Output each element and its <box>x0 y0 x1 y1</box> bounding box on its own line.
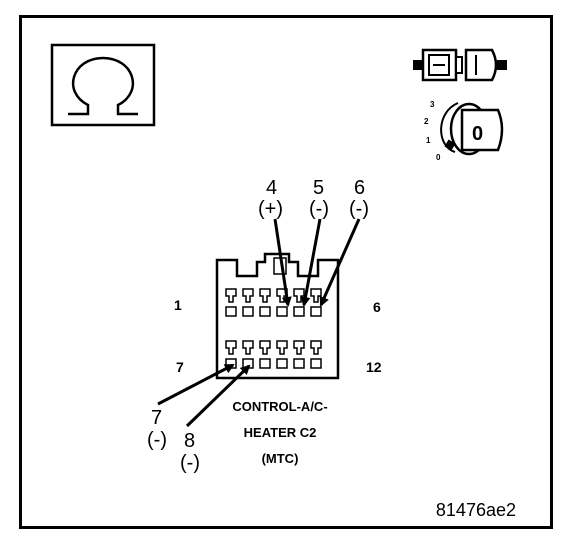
cavity-number-12: 12 <box>366 359 382 375</box>
cavity-row-top <box>225 288 322 317</box>
cavity-number-6: 6 <box>373 299 381 315</box>
arrow-pin-7 <box>157 363 235 406</box>
cavity-number-7: 7 <box>176 359 184 375</box>
pin-5-number: 5 <box>313 177 324 199</box>
pin-8-number: 8 <box>184 430 195 452</box>
connector-name-line-1: CONTROL-A/C- <box>232 399 327 414</box>
terminal-cavity-9 <box>259 340 271 369</box>
ohm-meter-icon <box>50 43 156 127</box>
terminal-cavity-8 <box>242 340 254 369</box>
pin-8-polarity: (-) <box>180 452 200 474</box>
pin-7-number: 7 <box>151 407 162 429</box>
terminal-cavity-10 <box>276 340 288 369</box>
ignition-pos-3: 3 <box>430 100 435 109</box>
connector-name-line-2: HEATER C2 <box>244 425 317 440</box>
arrow-pin-5 <box>300 218 322 307</box>
pin-5-polarity: (-) <box>309 198 329 220</box>
arrow-pin-6 <box>319 218 361 307</box>
disconnected-connector-icon <box>413 48 507 82</box>
cavity-row-bottom <box>225 340 322 369</box>
pin-4-number: 4 <box>266 177 277 199</box>
ignition-key-off-icon: 3 2 1 0 0 <box>424 100 504 162</box>
terminal-cavity-2 <box>242 288 254 317</box>
terminal-cavity-12 <box>310 340 322 369</box>
ignition-pos-1: 1 <box>426 136 431 145</box>
cavity-number-1: 1 <box>174 297 182 313</box>
terminal-cavity-3 <box>259 288 271 317</box>
terminal-cavity-11 <box>293 340 305 369</box>
ignition-pos-2: 2 <box>424 117 429 126</box>
arrow-pin-8 <box>185 364 251 428</box>
pin-6-polarity: (-) <box>349 198 369 220</box>
ignition-pos-0: 0 <box>436 153 441 162</box>
connector-name-line-3: (MTC) <box>262 451 299 466</box>
pin-4-polarity: (+) <box>258 198 283 220</box>
terminal-cavity-6 <box>310 288 322 317</box>
key-label: 0 <box>472 123 483 145</box>
arrow-pin-4 <box>273 218 292 307</box>
figure-id: 81476ae2 <box>436 500 516 520</box>
terminal-cavity-1 <box>225 288 237 317</box>
pin-6-number: 6 <box>354 177 365 199</box>
pin-7-polarity: (-) <box>147 429 167 451</box>
